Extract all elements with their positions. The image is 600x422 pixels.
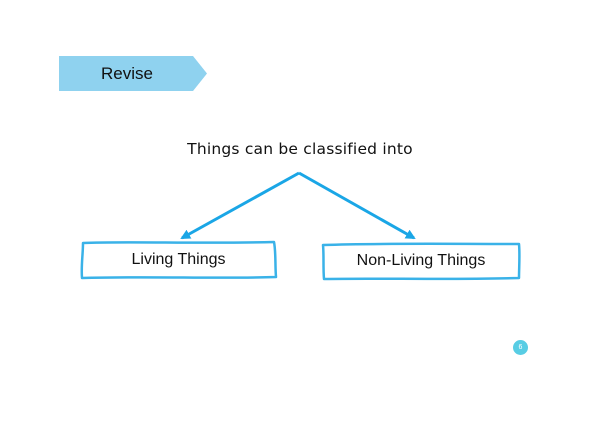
banner-arrow-shape (59, 56, 207, 91)
arrow-to-living-things (180, 171, 300, 240)
diagram-title: Things can be classified into (187, 140, 413, 158)
arrow-to-non-living-things (298, 171, 416, 240)
non-living-things-box: Non-Living Things (320, 241, 522, 281)
revise-label: Revise (101, 64, 153, 83)
revise-banner: Revise (59, 56, 207, 91)
living-things-box: Living Things (79, 240, 278, 280)
non-living-things-label: Non-Living Things (356, 252, 486, 269)
living-things-label: Living Things (131, 251, 226, 268)
non-living-things-border (321, 242, 521, 281)
living-things-border (80, 240, 278, 280)
page-number-badge: 6 (513, 340, 528, 355)
